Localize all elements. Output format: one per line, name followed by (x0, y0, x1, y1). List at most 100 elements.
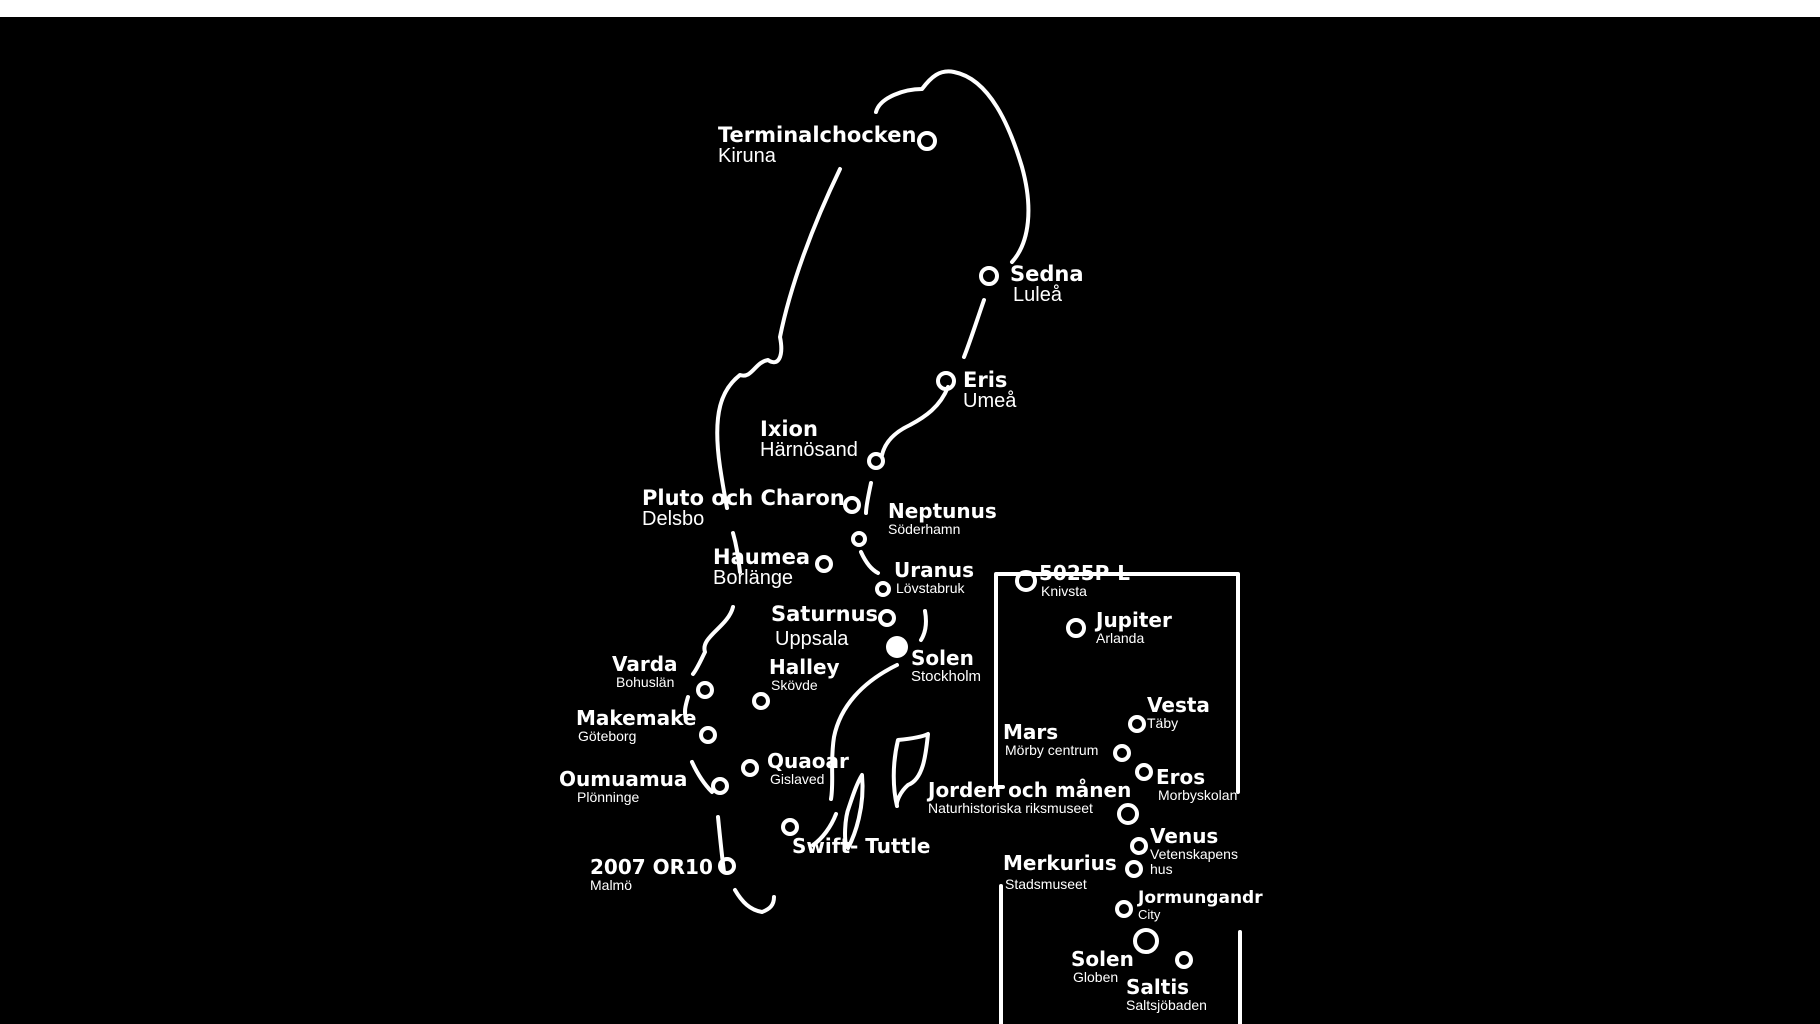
border-delsbo (731, 531, 742, 574)
coastline-stockholm-south (829, 663, 899, 801)
station-dot (878, 609, 896, 627)
station-name: Saltis (1126, 975, 1190, 999)
coastline-ixion (880, 385, 950, 457)
gotland-island (891, 732, 930, 808)
station-name: Varda (612, 652, 678, 676)
label-ixion: Ixion Härnösand (760, 418, 858, 461)
station-place: Härnösand (760, 439, 858, 462)
station-dot (718, 857, 736, 875)
station-name: Pluto och Charon (642, 486, 845, 510)
label-mars: Mars Mörby centrum (1003, 722, 1098, 758)
label-jupiter: Jupiter Arlanda (1096, 610, 1172, 646)
label-solen-globen: Solen Globen (1071, 949, 1134, 985)
station-dot (936, 371, 956, 391)
coast-west-malmo (716, 815, 726, 874)
station-name: Haumea (713, 545, 810, 569)
label-vesta: Vesta Täby (1147, 695, 1210, 731)
station-dot (1128, 715, 1146, 733)
sun-marker (886, 636, 908, 658)
label-5025p-l: 5025P-L Knivsta (1039, 563, 1130, 599)
inset-frame (994, 572, 1242, 1024)
station-name: Jupiter (1096, 608, 1172, 632)
station-place: Malmö (590, 877, 633, 893)
station-dot (1130, 837, 1148, 855)
station-name: 5025P-L (1039, 561, 1131, 585)
station-place: Morbyskolan (1158, 787, 1238, 803)
station-place: Stockholm (911, 668, 982, 685)
label-sedna: Sedna Luleå (1010, 263, 1084, 306)
label-neptunus: Neptunus Söderhamn (888, 501, 997, 537)
label-jormungandr: Jormungandr City (1138, 888, 1263, 922)
label-merkurius: Merkurius Stadsmuseet (1003, 853, 1117, 892)
station-place: Kiruna (718, 145, 776, 168)
oland-island (843, 773, 865, 850)
coast-west-goteborg (690, 760, 714, 794)
station-dot (1113, 744, 1131, 762)
label-eris: Eris Umeå (963, 369, 1016, 412)
label-solen: Solen Stockholm (911, 648, 981, 685)
border-borlange (691, 605, 735, 676)
station-place: Uppsala (775, 628, 849, 651)
label-oumuamua: Oumuamua Plönninge (559, 769, 687, 805)
label-halley: Halley Skövde (769, 657, 840, 693)
top-bar (0, 0, 1820, 17)
station-dot (1175, 951, 1193, 969)
station-name: Sedna (1010, 262, 1084, 286)
border-west (715, 167, 842, 510)
station-place: Saltsjöbaden (1126, 997, 1207, 1013)
station-dot (843, 496, 861, 514)
station-dot (875, 581, 891, 597)
stations (696, 131, 1193, 969)
station-dot (696, 681, 714, 699)
label-pluto: Pluto och Charon Delsbo (642, 487, 845, 530)
station-dot (1015, 570, 1037, 592)
coastline-delsbo (864, 481, 873, 515)
station-dot (1133, 928, 1159, 954)
station-name: Swift- Tuttle (792, 834, 931, 858)
station-name: Neptunus (888, 499, 997, 523)
station-place: Stadsmuseet (1005, 876, 1087, 892)
station-place: Gislaved (770, 771, 825, 787)
label-quaoar: Quaoar Gislaved (767, 751, 849, 787)
station-place: City (1138, 906, 1161, 922)
station-name: Makemake (576, 706, 697, 730)
station-place: Globen (1073, 969, 1119, 985)
label-makemake: Makemake Göteborg (576, 708, 696, 744)
station-name: Saturnus (771, 602, 879, 626)
label-eros: Eros Morbyskolan (1156, 767, 1237, 803)
station-name: Ixion (760, 417, 818, 441)
station-place: Söderhamn (888, 521, 961, 537)
station-dot (979, 266, 999, 286)
station-place: Luleå (1013, 284, 1062, 307)
station-name: Halley (769, 655, 840, 679)
label-jorden-och-manen: Jorden och månen Naturhistoriska riksmus… (928, 780, 1131, 816)
station-name: Mars (1003, 720, 1059, 744)
label-2007-or10: 2007 OR10 Malmö (590, 857, 713, 893)
station-dot (781, 818, 799, 836)
label-saturnus: Saturnus Uppsala (771, 603, 878, 650)
station-name: Jormungandr (1138, 888, 1263, 908)
station-place: Arlanda (1096, 630, 1145, 646)
station-name: Vesta (1147, 693, 1210, 717)
station-dot (1066, 618, 1086, 638)
station-name: Solen (911, 646, 974, 670)
label-varda: Varda Bohuslän (612, 654, 678, 690)
station-name: Oumuamua (559, 767, 688, 791)
station-name: Uranus (894, 558, 974, 582)
station-name: Solen (1071, 947, 1134, 971)
station-name: 2007 OR10 (590, 855, 713, 879)
station-place: Mörby centrum (1005, 742, 1099, 758)
station-place: Göteborg (578, 728, 637, 744)
station-name: Terminalchocken (718, 123, 917, 147)
label-venus: Venus Vetenskapens hus (1150, 826, 1250, 877)
station-name: Eros (1156, 765, 1206, 789)
station-dot (1115, 900, 1133, 918)
coastline-south-east (811, 812, 838, 847)
station-place: Umeå (963, 390, 1017, 413)
station-name: Merkurius (1003, 851, 1117, 875)
station-place: Täby (1147, 715, 1179, 731)
station-dot (741, 759, 759, 777)
station-place: Plönninge (577, 789, 640, 805)
station-place: Delsbo (642, 508, 705, 531)
station-dot (851, 531, 867, 547)
